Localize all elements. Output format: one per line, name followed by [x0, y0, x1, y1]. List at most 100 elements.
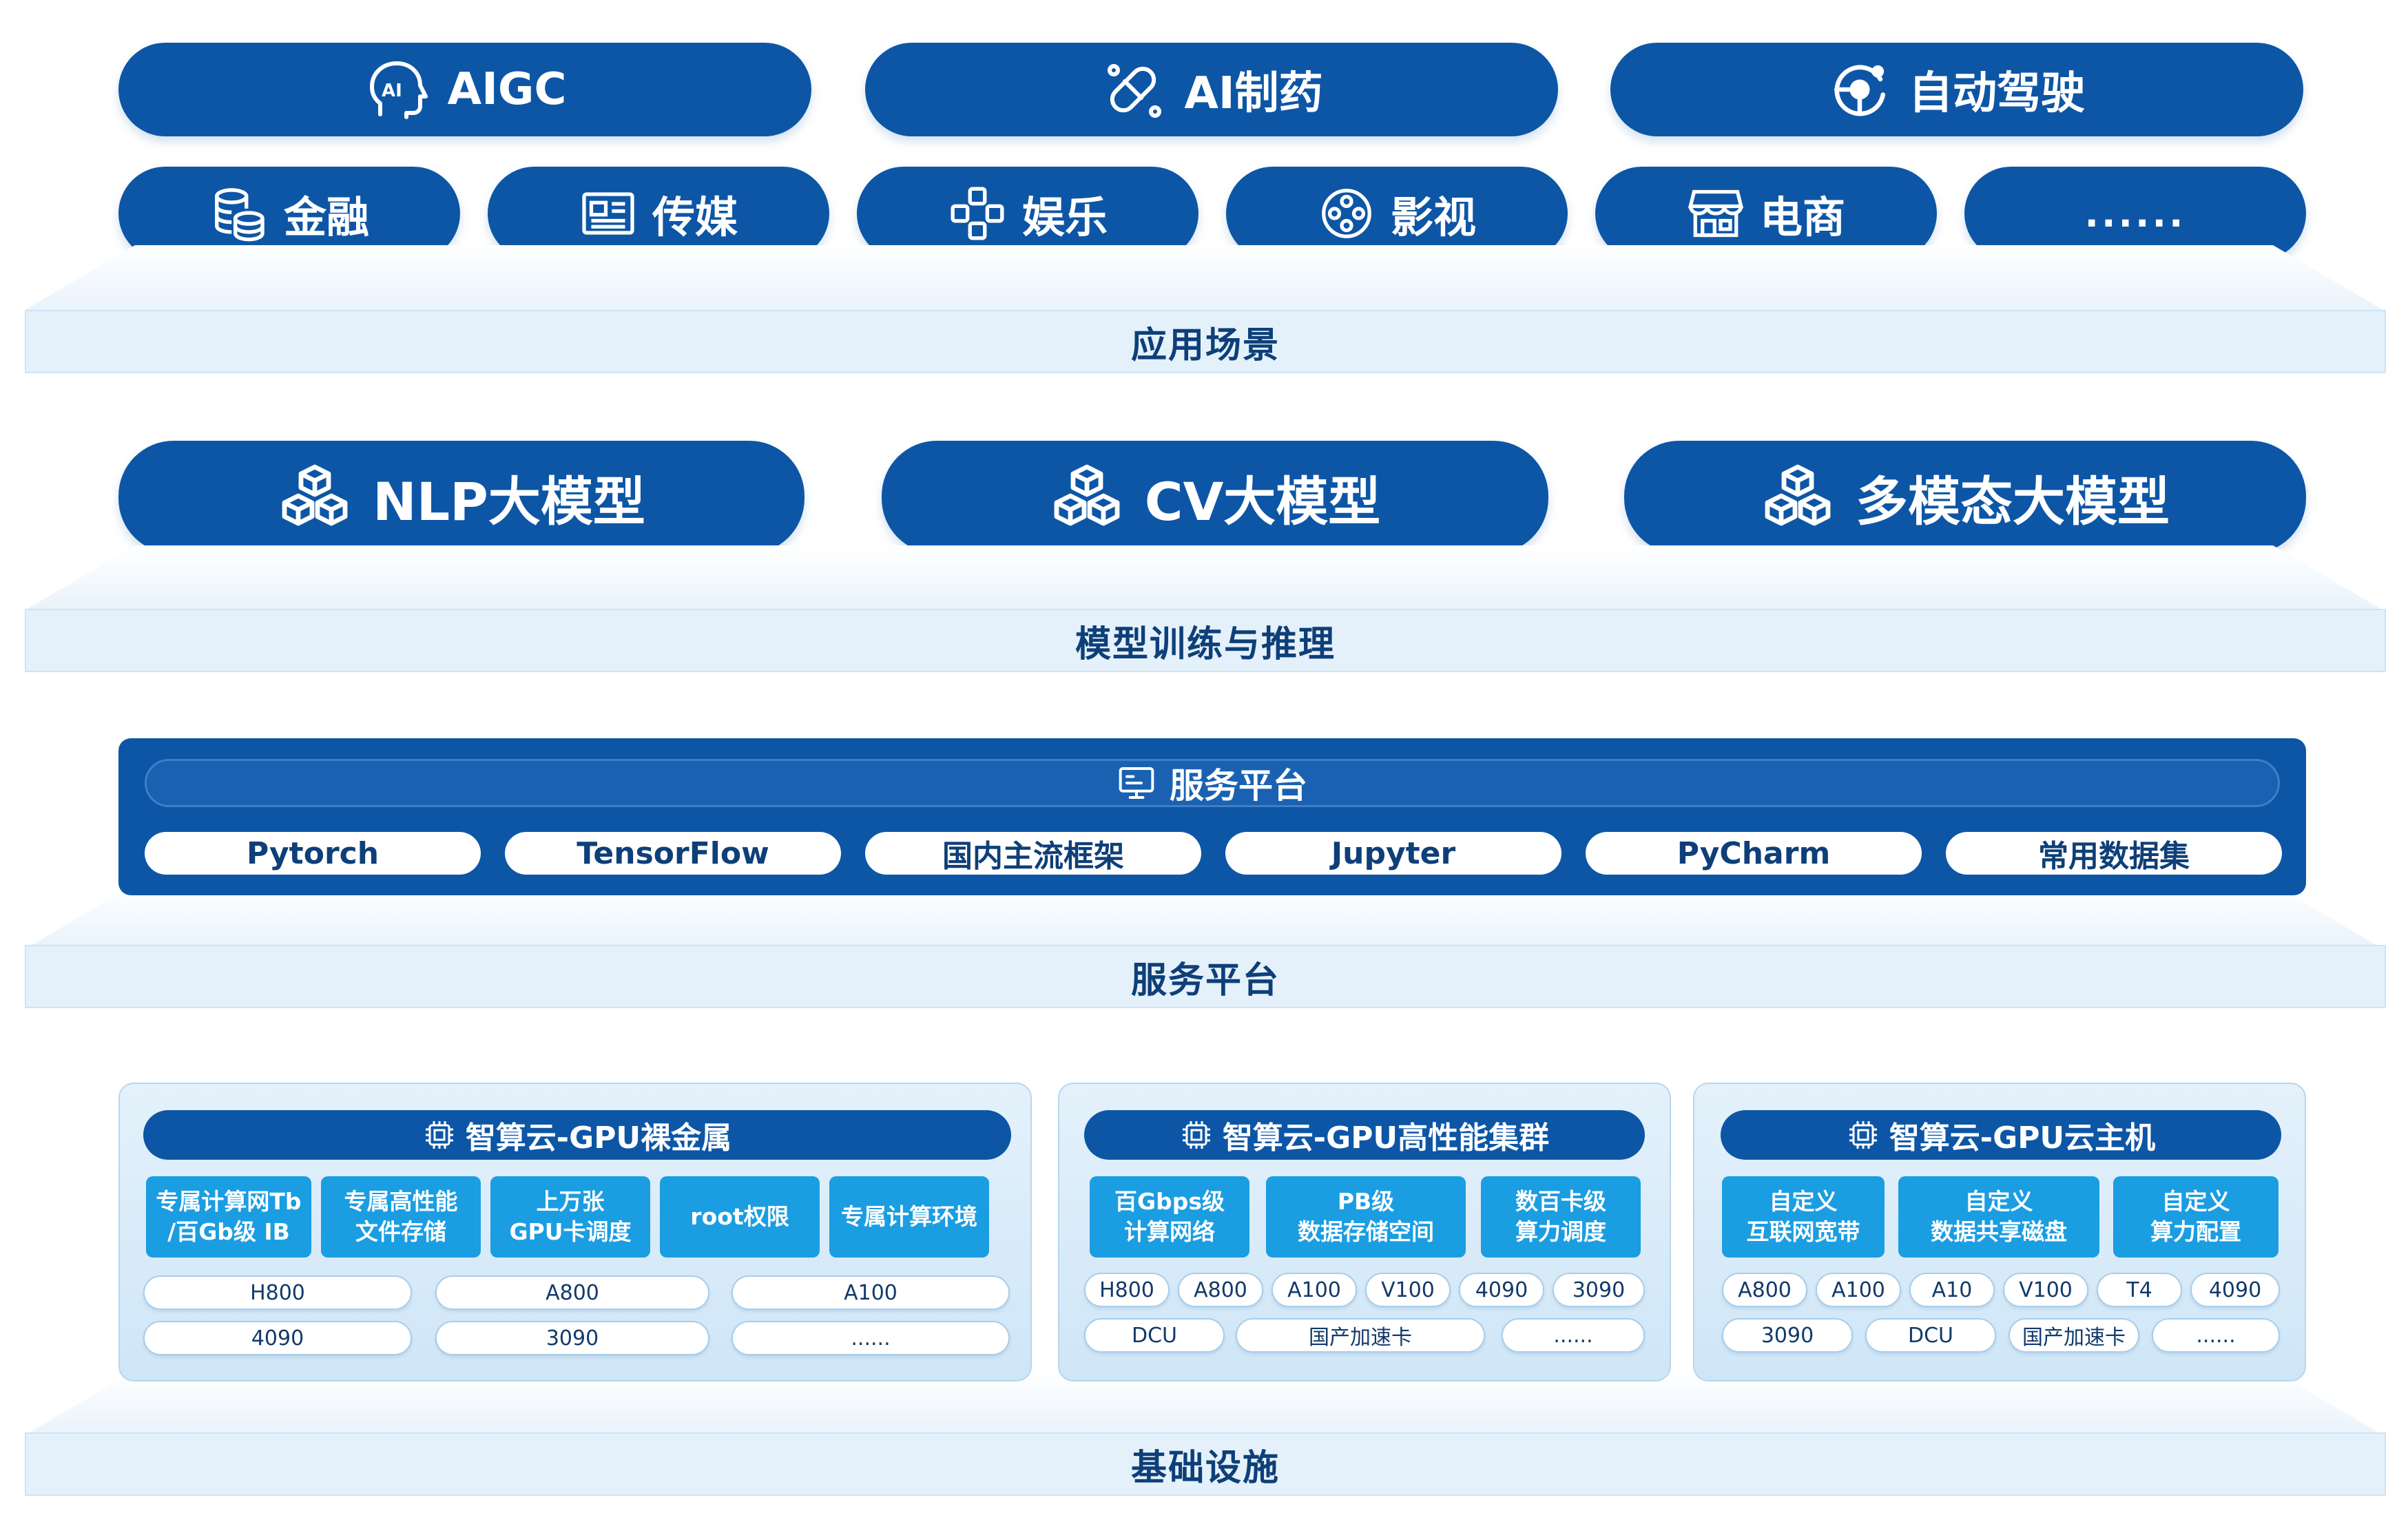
- gpu-chip: 3090: [1722, 1318, 1853, 1353]
- feature-line: 百Gbps级: [1114, 1188, 1225, 1215]
- gpu-chip: 国产加速卡: [2009, 1318, 2139, 1353]
- scenario-ecommerce[interactable]: 电商: [1595, 167, 1937, 260]
- infra-panel-cloud-host: 智算云-GPU云主机 自定义 互联网宽带 自定义 数据共享磁盘 自定义 算力配置…: [1693, 1083, 2306, 1381]
- pill-icon: [1108, 64, 1162, 118]
- gpu-chip: 4090: [1459, 1273, 1544, 1307]
- feature-line: 算力调度: [1515, 1218, 1606, 1245]
- scenario-ai-pharma[interactable]: AI制药: [865, 43, 1558, 136]
- scenario-label: 影视: [1390, 192, 1476, 242]
- monitor-icon: [1119, 767, 1154, 799]
- platform-infrastructure: 基础设施: [25, 1432, 2386, 1496]
- scenario-label: 传媒: [652, 192, 738, 242]
- gpu-chip: A800: [1722, 1273, 1807, 1307]
- infra-feature: 上万张 GPU卡调度: [490, 1176, 650, 1258]
- service-platform-title: 服务平台: [1170, 766, 1307, 806]
- infra-feature: 专属计算环境: [829, 1176, 989, 1258]
- infra-panel-title-text: 智算云-GPU裸金属: [465, 1120, 732, 1156]
- infra-feature: 专属计算网Tb /百Gb级 IB: [146, 1176, 311, 1258]
- platform-model-training: 模型训练与推理: [25, 609, 2386, 672]
- feature-line: 互联网宽带: [1746, 1218, 1860, 1245]
- infra-panel-cluster: 智算云-GPU高性能集群 百Gbps级 计算网络 PB级 数据存储空间 数百卡级…: [1058, 1083, 1671, 1381]
- layer-label-model-training: 模型训练与推理: [1075, 623, 1336, 665]
- service-item[interactable]: TensorFlow: [505, 832, 841, 875]
- infra-feature: PB级 数据存储空间: [1266, 1176, 1466, 1258]
- infra-panel-title: 智算云-GPU高性能集群: [1084, 1110, 1645, 1160]
- layer-label-infrastructure: 基础设施: [1130, 1447, 1280, 1489]
- feature-line: 上万张: [536, 1188, 605, 1215]
- infra-panel-title-text: 智算云-GPU云主机: [1889, 1120, 2156, 1156]
- scenario-label: 金融: [283, 192, 369, 242]
- steering-icon: [1834, 65, 1886, 116]
- cubes-icon: [1765, 464, 1831, 526]
- scenario-label: AI制药: [1184, 68, 1323, 119]
- feature-line: 数据共享磁盘: [1931, 1218, 2067, 1245]
- chip-icon: [1849, 1121, 1877, 1149]
- gpu-chip: 国产加速卡: [1236, 1318, 1485, 1353]
- service-item[interactable]: 常用数据集: [1946, 832, 2282, 875]
- feature-line: 专属高性能: [344, 1188, 458, 1215]
- service-platform-box: 服务平台 Pytorch TensorFlow 国内主流框架 Jupyter P…: [118, 738, 2306, 895]
- scenario-media[interactable]: 传媒: [488, 167, 829, 260]
- model-multimodal[interactable]: 多模态大模型: [1624, 441, 2306, 554]
- scenario-entertainment[interactable]: 娱乐: [857, 167, 1198, 260]
- model-label: 多模态大模型: [1856, 471, 2170, 532]
- feature-line: 算力配置: [2150, 1218, 2241, 1245]
- scenario-label: 娱乐: [1021, 192, 1108, 242]
- feature-line: 自定义: [2161, 1188, 2230, 1215]
- gpu-chip: 3090: [1553, 1273, 1645, 1307]
- feature-line: 数百卡级: [1515, 1188, 1606, 1215]
- service-item[interactable]: 国内主流框架: [865, 832, 1201, 875]
- platform-top: [25, 245, 2383, 310]
- scenario-aigc[interactable]: AI AIGC: [118, 43, 811, 136]
- feature-line: 计算网络: [1124, 1218, 1215, 1245]
- gpu-chip: DCU: [1865, 1318, 1996, 1353]
- scenario-label: 自动驾驶: [1909, 68, 2085, 119]
- feature-line: GPU卡调度: [509, 1218, 632, 1245]
- gpu-chip: H800: [1084, 1273, 1170, 1307]
- svg-text:AI: AI: [382, 81, 402, 101]
- infra-feature: 自定义 算力配置: [2113, 1176, 2279, 1258]
- layer-label-service: 服务平台: [1130, 959, 1280, 1001]
- model-label: CV大模型: [1144, 471, 1381, 532]
- infra-feature: 数百卡级 算力调度: [1481, 1176, 1641, 1258]
- gpu-chip: T4: [2097, 1273, 2182, 1307]
- gpu-chip: A800: [1178, 1273, 1263, 1307]
- feature-line: 数据存储空间: [1298, 1218, 1434, 1245]
- infra-panel-title-text: 智算云-GPU高性能集群: [1222, 1120, 1550, 1156]
- feature-line: 自定义: [1769, 1188, 1838, 1215]
- gpu-chip: A100: [731, 1275, 1010, 1310]
- scenario-label: AIGC: [447, 64, 567, 115]
- gpu-chip: ......: [731, 1321, 1010, 1355]
- coin-stack-icon: [215, 188, 264, 242]
- feature-line: /百Gb级 IB: [167, 1218, 290, 1245]
- cubes-icon: [1054, 464, 1120, 526]
- scenario-more[interactable]: ......: [1964, 167, 2306, 260]
- model-label: NLP大模型: [373, 471, 645, 532]
- feature-line: root权限: [690, 1203, 789, 1230]
- model-cv[interactable]: CV大模型: [882, 441, 1548, 554]
- infra-panel-title: 智算云-GPU云主机: [1721, 1110, 2281, 1160]
- gpu-chip: A100: [1816, 1273, 1901, 1307]
- gpu-chip: V100: [2003, 1273, 2088, 1307]
- platform-top: [25, 545, 2383, 610]
- chip-icon: [425, 1121, 453, 1149]
- scenario-autonomous-driving[interactable]: 自动驾驶: [1610, 43, 2303, 136]
- layer-label-application: 应用场景: [1130, 324, 1280, 366]
- newspaper-icon: [582, 192, 634, 235]
- model-nlp[interactable]: NLP大模型: [118, 441, 805, 554]
- gpu-chip: ......: [2152, 1318, 2280, 1353]
- service-item[interactable]: Jupyter: [1225, 832, 1561, 875]
- scenario-label: 电商: [1759, 192, 1845, 242]
- gpu-chip: 3090: [435, 1321, 709, 1355]
- service-item[interactable]: Pytorch: [145, 832, 481, 875]
- service-item[interactable]: PyCharm: [1586, 832, 1922, 875]
- infra-feature: 自定义 互联网宽带: [1722, 1176, 1885, 1258]
- film-reel-icon: [1322, 189, 1371, 238]
- cubes-icon: [282, 464, 348, 526]
- infra-feature: 自定义 数据共享磁盘: [1898, 1176, 2099, 1258]
- infra-feature: 专属高性能 文件存储: [321, 1176, 481, 1258]
- gamepad-icon: [951, 187, 1004, 240]
- scenario-film[interactable]: 影视: [1226, 167, 1568, 260]
- scenario-finance[interactable]: 金融: [118, 167, 460, 260]
- gpu-chip: H800: [143, 1275, 412, 1310]
